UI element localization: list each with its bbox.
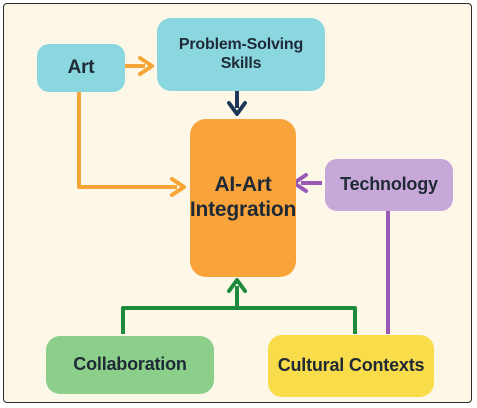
- diagram-edges: [77, 56, 390, 334]
- node-technology: Technology: [325, 159, 453, 211]
- node-problem-solving: Problem-Solving Skills: [157, 18, 325, 91]
- edge-technology-to-ai-art: [292, 173, 322, 193]
- edge-art-to-problem-solving: [122, 56, 154, 76]
- node-technology-label: Technology: [340, 174, 438, 195]
- diagram-canvas: Art Problem-Solving Skills AI-Art Integr…: [3, 3, 472, 403]
- node-cultural-label: Cultural Contexts: [277, 355, 425, 376]
- node-cultural-contexts: Cultural Contexts: [268, 335, 434, 397]
- node-ai-art-integration: AI-Art Integration: [190, 119, 296, 277]
- node-art: Art: [37, 44, 125, 92]
- edge-problem-solving-to-ai-art: [227, 88, 247, 116]
- edge-art-to-ai-art: [77, 90, 186, 197]
- node-art-label: Art: [67, 56, 95, 78]
- edge-collaboration-cultural-to-ai-art: [121, 278, 357, 334]
- node-collaboration: Collaboration: [46, 336, 214, 394]
- node-ai-art-label: AI-Art Integration: [189, 173, 297, 221]
- node-collaboration-label: Collaboration: [73, 354, 187, 375]
- node-problem-solving-label: Problem-Solving Skills: [178, 35, 304, 72]
